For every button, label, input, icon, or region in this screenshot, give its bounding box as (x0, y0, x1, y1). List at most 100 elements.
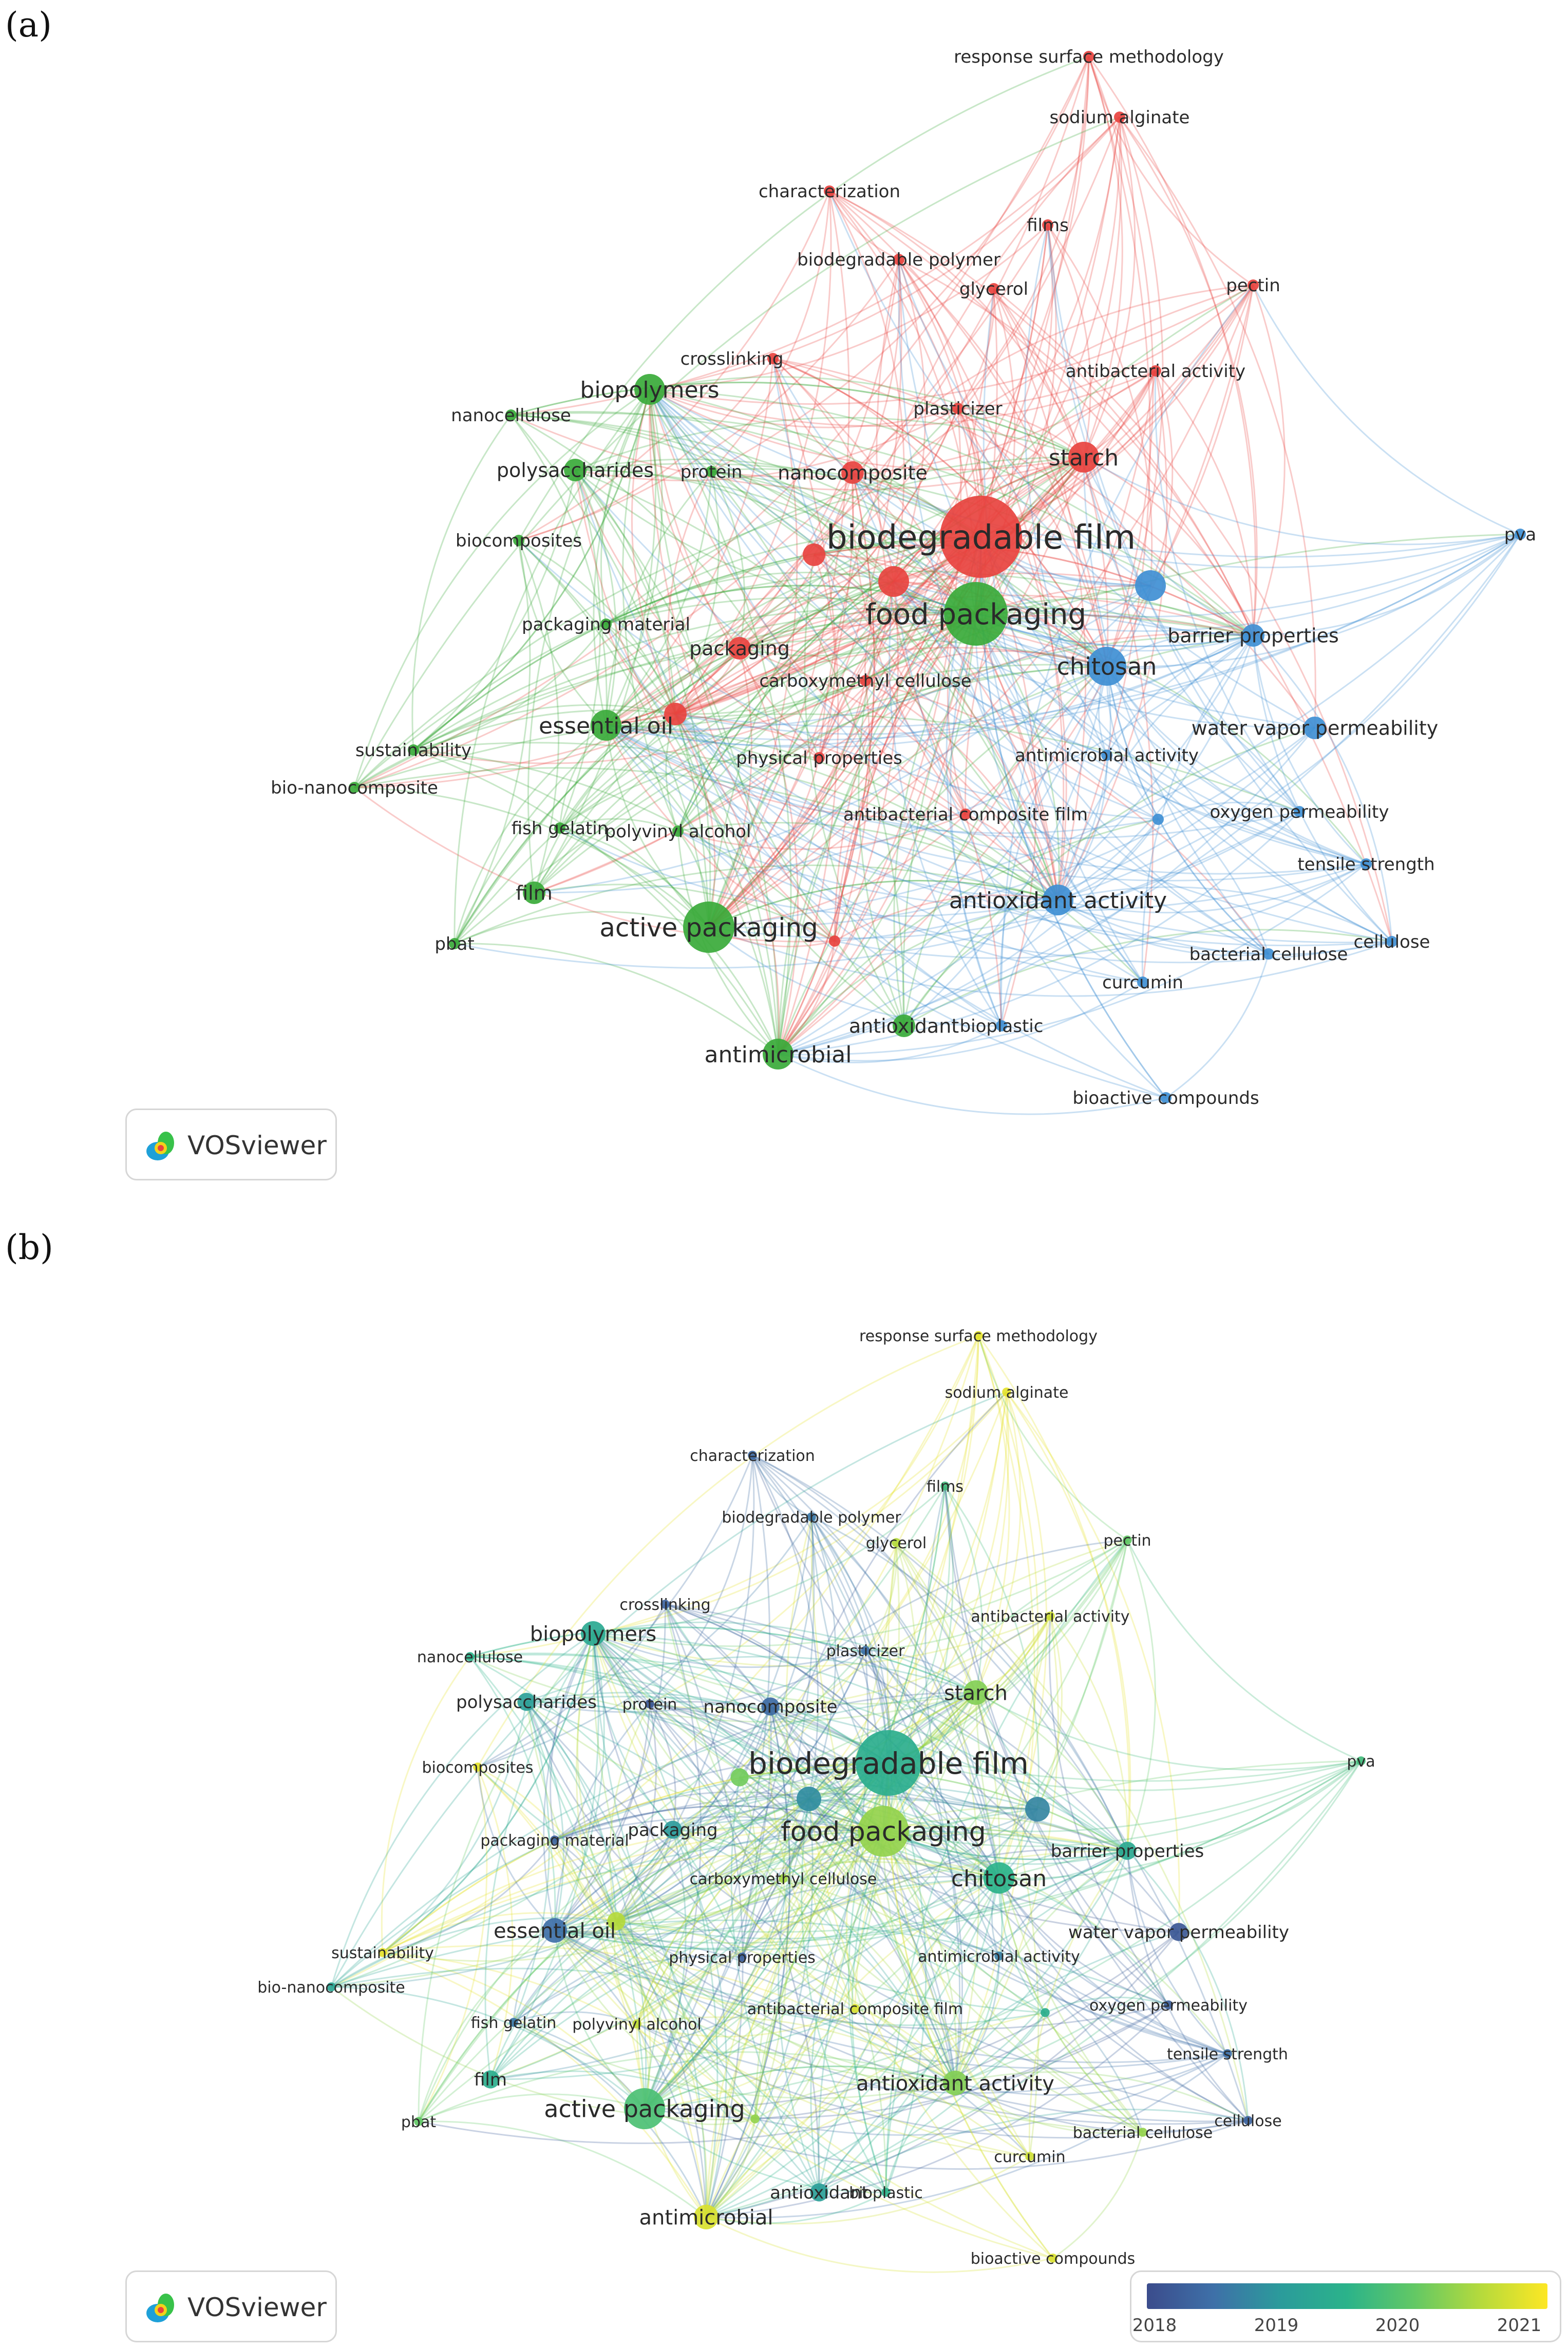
vosviewer-badge-a[interactable]: VOSviewer (125, 1109, 337, 1180)
node-sustainability[interactable] (378, 1948, 387, 1957)
node-sustainability[interactable] (408, 744, 419, 756)
node-unlabeled[interactable] (750, 2114, 760, 2124)
node-films[interactable] (940, 1481, 950, 1491)
node-film[interactable] (523, 881, 545, 904)
node-cellulose[interactable] (1243, 2116, 1253, 2125)
node-unlabeled[interactable] (664, 703, 687, 725)
node-sodium-alginate[interactable] (1002, 1387, 1011, 1397)
node-starch[interactable] (1068, 442, 1099, 473)
node-curcumin[interactable] (1025, 2152, 1034, 2161)
node-bacterial-cellulose[interactable] (1263, 948, 1274, 960)
node-tensile-strength[interactable] (1223, 2049, 1232, 2058)
node-pectin[interactable] (1123, 1535, 1132, 1545)
node-characterization[interactable] (824, 185, 835, 197)
node-food-packaging[interactable] (858, 1806, 909, 1857)
node-nanocomposite[interactable] (761, 1697, 780, 1716)
node-packaging[interactable] (728, 637, 751, 660)
node-antioxidant[interactable] (893, 1015, 915, 1037)
node-bioplastic[interactable] (881, 2188, 891, 2197)
node-polysaccharides[interactable] (517, 1693, 536, 1711)
node-unlabeled[interactable] (803, 543, 825, 566)
node-response-surface-methodology[interactable] (1083, 51, 1094, 62)
node-antioxidant-activity[interactable] (1043, 885, 1073, 915)
node-essential-oil[interactable] (542, 1918, 567, 1943)
node-antibacterial-activity[interactable] (1150, 365, 1161, 377)
node-polyvinyl-alcohol[interactable] (632, 2019, 641, 2029)
node-water-vapor-permeability[interactable] (1169, 1923, 1188, 1941)
node-plasticizer[interactable] (952, 403, 964, 414)
node-unlabeled[interactable] (797, 1787, 821, 1811)
node-sodium-alginate[interactable] (1114, 111, 1125, 123)
node-pva[interactable] (1356, 1756, 1366, 1766)
node-nanocellulose[interactable] (505, 409, 517, 421)
node-biodegradable-polymer[interactable] (893, 254, 904, 265)
node-bio-nanocomposite[interactable] (327, 1982, 336, 1992)
node-tensile-strength[interactable] (1361, 858, 1372, 870)
node-antibacterial-composite-film[interactable] (851, 2004, 860, 2013)
node-active-packaging[interactable] (683, 902, 734, 953)
node-biocomposites[interactable] (513, 535, 524, 546)
node-barrier-properties[interactable] (1242, 624, 1264, 647)
node-polyvinyl-alcohol[interactable] (672, 825, 684, 837)
node-glycerol[interactable] (892, 1538, 901, 1547)
node-unlabeled[interactable] (730, 1768, 749, 1787)
node-biodegradable-film[interactable] (856, 1730, 921, 1796)
node-carboxymethyl-cellulose[interactable] (860, 675, 871, 686)
node-cellulose[interactable] (1386, 936, 1397, 947)
node-physical-properties[interactable] (814, 752, 825, 763)
node-bio-nanocomposite[interactable] (349, 782, 360, 793)
node-chitosan[interactable] (1087, 647, 1126, 686)
node-glycerol[interactable] (988, 283, 999, 294)
node-barrier-properties[interactable] (1118, 1842, 1137, 1860)
node-biodegradable-film[interactable] (940, 496, 1022, 578)
node-starch[interactable] (964, 1680, 988, 1705)
node-bioactive-compounds[interactable] (1160, 1092, 1172, 1103)
node-oxygen-permeability[interactable] (1294, 806, 1305, 817)
node-biopolymers[interactable] (581, 1621, 606, 1646)
node-active-packaging[interactable] (624, 2088, 665, 2129)
node-unlabeled[interactable] (607, 1912, 626, 1930)
node-chitosan[interactable] (983, 1862, 1015, 1894)
node-food-packaging[interactable] (944, 582, 1008, 646)
node-film[interactable] (481, 2070, 500, 2089)
node-curcumin[interactable] (1137, 977, 1148, 988)
node-packaging[interactable] (664, 1820, 682, 1839)
node-carboxymethyl-cellulose[interactable] (779, 1874, 788, 1883)
node-bacterial-cellulose[interactable] (1138, 2128, 1147, 2137)
node-unlabeled[interactable] (1135, 570, 1166, 601)
node-fish-gelatin[interactable] (509, 2018, 518, 2027)
node-protein[interactable] (645, 1699, 654, 1708)
node-unlabeled[interactable] (1041, 2008, 1050, 2017)
node-packaging-material[interactable] (550, 1835, 559, 1845)
node-crosslinking[interactable] (660, 1600, 670, 1609)
node-bioplastic[interactable] (996, 1020, 1007, 1031)
node-films[interactable] (1042, 219, 1053, 231)
node-biocomposites[interactable] (473, 1762, 482, 1772)
node-antioxidant-activity[interactable] (943, 2071, 968, 2095)
node-packaging-material[interactable] (600, 618, 612, 630)
node-unlabeled[interactable] (829, 935, 840, 947)
node-polysaccharides[interactable] (564, 459, 587, 481)
node-unlabeled[interactable] (878, 566, 909, 597)
node-crosslinking[interactable] (767, 353, 779, 364)
vosviewer-badge-b[interactable]: VOSviewer (125, 2270, 337, 2342)
node-biodegradable-polymer[interactable] (807, 1512, 816, 1522)
node-protein[interactable] (706, 466, 717, 477)
node-oxygen-permeability[interactable] (1164, 2000, 1173, 2010)
node-characterization[interactable] (748, 1451, 757, 1460)
node-physical-properties[interactable] (738, 1952, 747, 1962)
node-antimicrobial-activity[interactable] (994, 1951, 1004, 1961)
node-nanocellulose[interactable] (465, 1652, 475, 1661)
node-pbat[interactable] (449, 938, 460, 949)
node-fish-gelatin[interactable] (554, 822, 565, 834)
node-antibacterial-composite-film[interactable] (960, 809, 971, 820)
node-antibacterial-activity[interactable] (1046, 1611, 1055, 1621)
node-pva[interactable] (1515, 529, 1526, 540)
node-response-surface-methodology[interactable] (974, 1331, 983, 1340)
node-pectin[interactable] (1248, 279, 1259, 291)
node-pbat[interactable] (414, 2117, 423, 2126)
node-antimicrobial[interactable] (694, 2205, 719, 2229)
node-bioactive-compounds[interactable] (1048, 2254, 1057, 2263)
node-nanocomposite[interactable] (841, 461, 864, 484)
node-unlabeled[interactable] (1153, 814, 1164, 825)
